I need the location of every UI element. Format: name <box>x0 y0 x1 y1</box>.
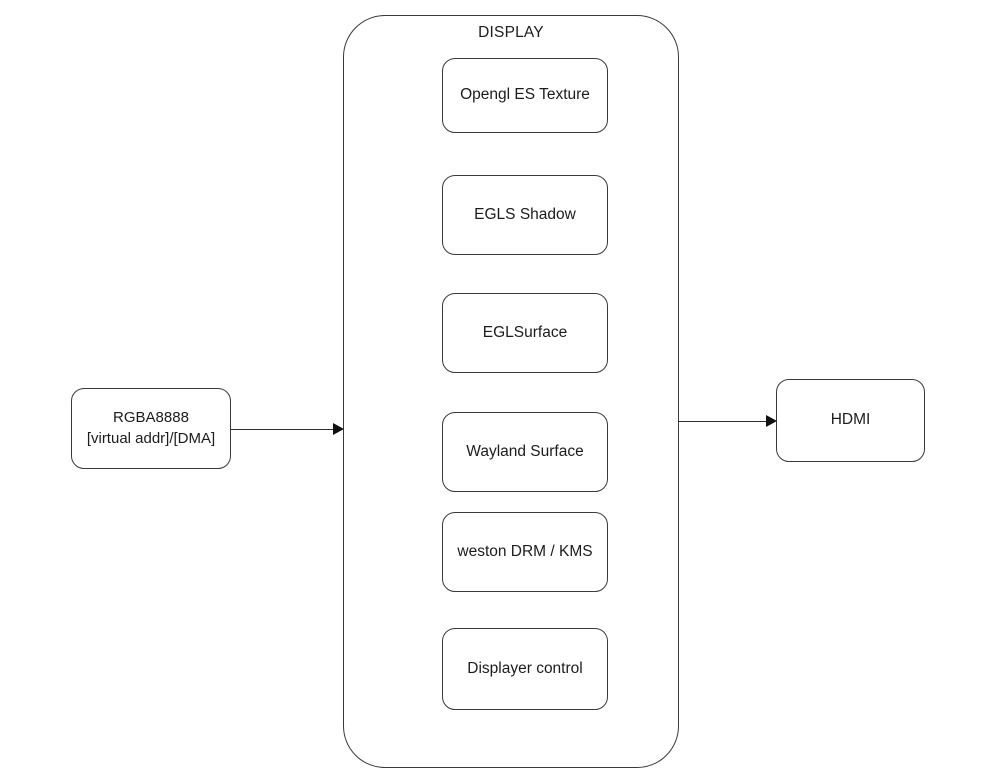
arrowhead-icon-source-to-display <box>333 423 344 435</box>
node-eglsurface[interactable]: EGLSurface <box>442 293 608 373</box>
rgba8888-label-line2: [virtual addr]/[DMA] <box>86 429 216 447</box>
node-opengl-es-texture[interactable]: Opengl ES Texture <box>442 58 608 133</box>
display-container-title: DISPLAY <box>478 24 544 41</box>
node-displayer-control[interactable]: Displayer control <box>442 628 608 710</box>
arrowhead-icon-display-to-hdmi <box>766 415 777 427</box>
edge-source-to-display <box>231 429 334 430</box>
rgba8888-label-line1: RGBA8888 <box>113 409 189 427</box>
node-wayland-surface[interactable]: Wayland Surface <box>442 412 608 492</box>
node-egls-shadow[interactable]: EGLS Shadow <box>442 175 608 255</box>
node-weston-drm-kms[interactable]: weston DRM / KMS <box>442 512 608 592</box>
node-hdmi-output[interactable]: HDMI <box>776 379 925 462</box>
edge-display-to-hdmi <box>678 421 768 422</box>
node-rgba8888-input[interactable]: RGBA8888 [virtual addr]/[DMA] <box>71 388 231 469</box>
